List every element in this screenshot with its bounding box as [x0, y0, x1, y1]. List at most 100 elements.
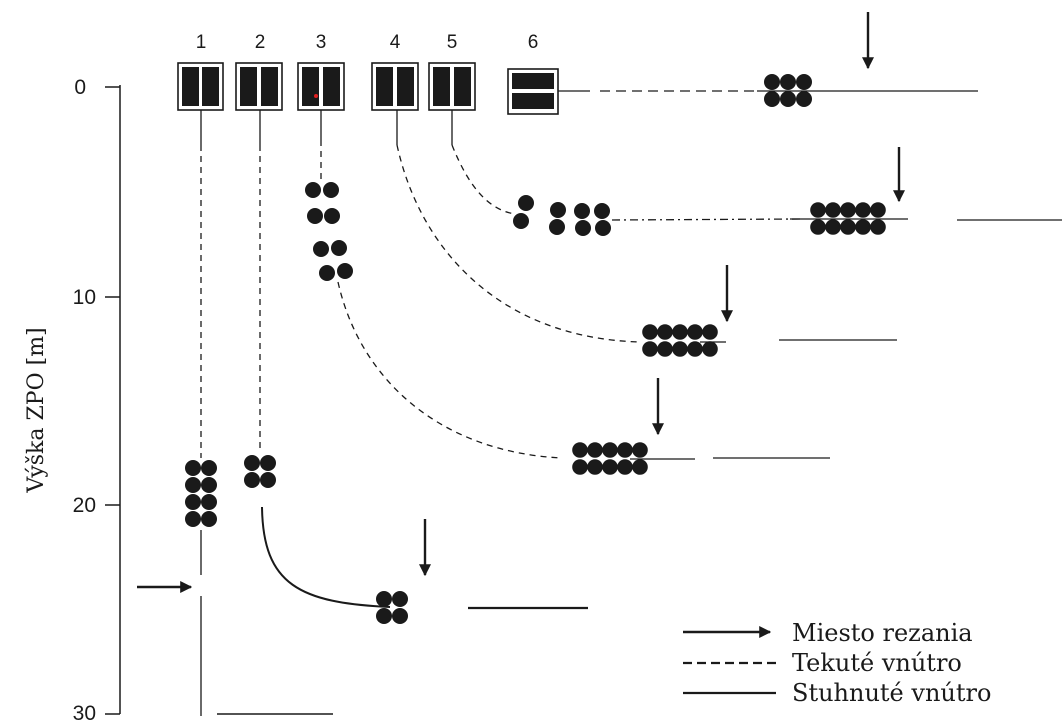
strand-labels: 1 2 3 4 5 6 — [196, 32, 539, 53]
roller — [672, 324, 688, 340]
roller — [796, 91, 812, 107]
roller — [870, 202, 886, 218]
strand-label-6: 6 — [528, 32, 539, 53]
roller — [657, 341, 673, 357]
roller-groups — [185, 74, 886, 624]
roller — [687, 324, 703, 340]
height-axis: 0 10 20 30 Výška ZPO [m] — [24, 76, 121, 722]
roller — [617, 442, 633, 458]
legend-label-solid: Stuhnuté vnútro — [792, 679, 991, 707]
roller-group-strand-2-end — [376, 591, 408, 624]
roller — [324, 208, 340, 224]
roller — [185, 460, 201, 476]
strand-4-path-liquid — [396, 144, 641, 343]
roller-group-strand-2 — [244, 455, 276, 488]
roller-group-strand-1 — [185, 460, 217, 527]
mold-4 — [371, 62, 419, 111]
roller — [244, 472, 260, 488]
roller — [702, 341, 718, 357]
roller — [313, 241, 329, 257]
roller-group-strand-3-end — [572, 442, 648, 475]
strand-3-path-liquid — [337, 281, 563, 459]
roller — [392, 591, 408, 607]
roller — [513, 213, 529, 229]
roller — [260, 472, 276, 488]
roller — [825, 219, 841, 235]
roller — [642, 324, 658, 340]
roller — [185, 494, 201, 510]
strand-5-liquid-horizontal — [611, 218, 801, 221]
roller — [642, 341, 658, 357]
roller — [518, 195, 534, 211]
strand-label-1: 1 — [196, 32, 207, 53]
tick-label-20: 20 — [73, 494, 96, 517]
roller — [572, 442, 588, 458]
roller — [764, 74, 780, 90]
legend-label-liquid: Tekuté vnútro — [792, 649, 962, 677]
roller — [575, 220, 591, 236]
roller — [702, 324, 718, 340]
roller — [870, 219, 886, 235]
legend: Miesto rezania Tekuté vnútro Stuhnuté vn… — [683, 619, 991, 707]
roller — [185, 511, 201, 527]
tick-label-30: 30 — [73, 702, 96, 722]
roller — [855, 219, 871, 235]
strand-label-2: 2 — [255, 32, 266, 53]
tick-label-10: 10 — [73, 286, 96, 309]
mold-1 — [177, 62, 224, 111]
mold-6 — [507, 68, 559, 115]
roller — [201, 460, 217, 476]
roller — [632, 459, 648, 475]
cutting-arrows — [137, 12, 905, 593]
roller — [549, 219, 565, 235]
roller — [602, 442, 618, 458]
roller — [672, 341, 688, 357]
roller — [855, 202, 871, 218]
red-dot-marker — [314, 94, 318, 98]
roller — [796, 74, 812, 90]
roller — [764, 91, 780, 107]
roller-group-strand-5-bend — [513, 195, 611, 236]
roller-group-strand-4-end — [642, 324, 718, 357]
roller — [617, 459, 633, 475]
roller-group-strand-5-end — [810, 202, 886, 235]
legend-item-solid: Stuhnuté vnútro — [683, 679, 991, 707]
strand-label-3: 3 — [316, 32, 327, 53]
axis-title: Výška ZPO [m] — [24, 327, 49, 493]
roller — [550, 202, 566, 218]
roller — [657, 324, 673, 340]
roller — [780, 91, 796, 107]
roller — [587, 459, 603, 475]
mold-3 — [297, 62, 345, 111]
mold-2 — [235, 62, 283, 111]
roller — [780, 74, 796, 90]
roller — [572, 459, 588, 475]
tick-label-0: 0 — [74, 76, 86, 99]
roller-group-strand-6 — [764, 74, 812, 107]
roller — [323, 182, 339, 198]
roller — [810, 219, 826, 235]
roller — [376, 591, 392, 607]
roller — [595, 220, 611, 236]
strand-paths — [200, 90, 1062, 716]
roller — [574, 203, 590, 219]
roller — [392, 608, 408, 624]
mold-5 — [428, 62, 476, 111]
strand-2-path-solid — [261, 506, 391, 608]
roller-group-strand-3-bend — [305, 182, 353, 281]
legend-item-cut: Miesto rezania — [683, 619, 973, 647]
strand-label-4: 4 — [390, 32, 401, 53]
strand-5-path-liquid — [451, 144, 516, 215]
roller — [307, 208, 323, 224]
roller — [201, 494, 217, 510]
roller — [260, 455, 276, 471]
roller — [594, 203, 610, 219]
roller — [602, 459, 618, 475]
roller — [244, 455, 260, 471]
roller — [201, 477, 217, 493]
roller — [337, 263, 353, 279]
roller — [331, 240, 347, 256]
roller — [840, 202, 856, 218]
legend-label-cut: Miesto rezania — [792, 619, 973, 647]
